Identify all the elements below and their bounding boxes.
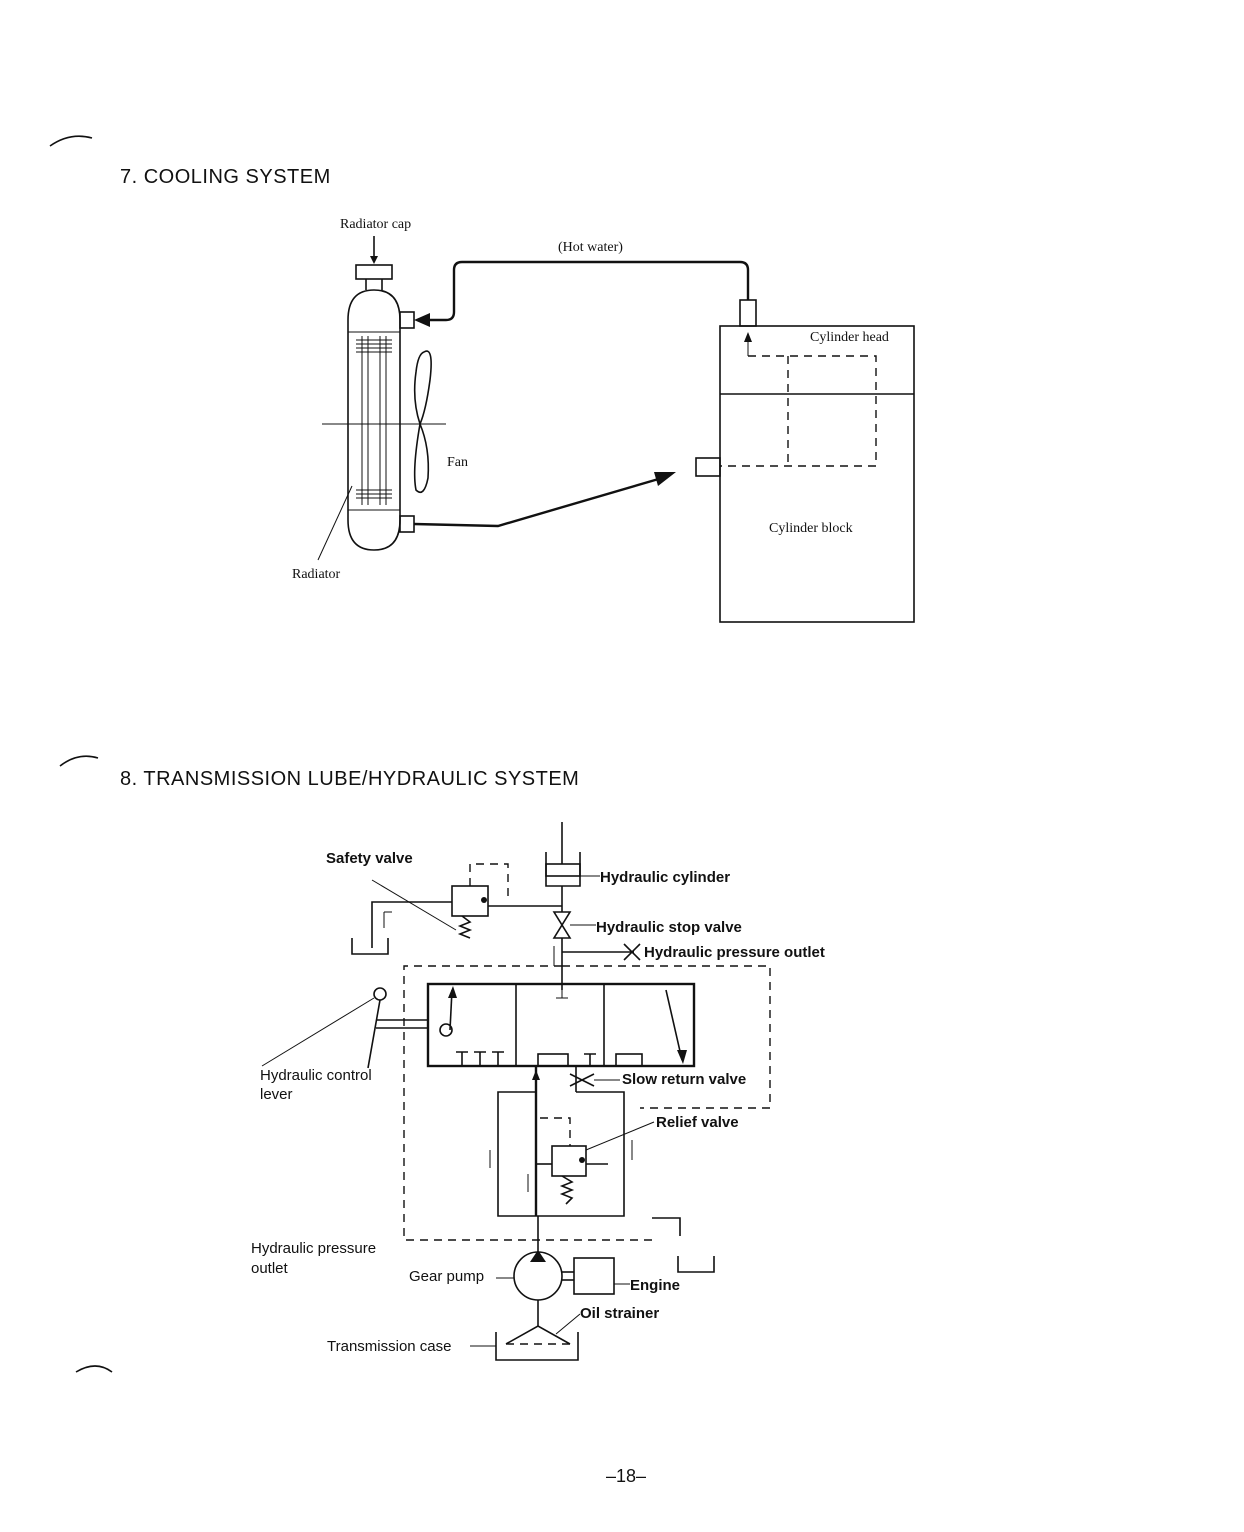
drain-tank xyxy=(677,1256,715,1273)
section-7-heading: 7. COOLING SYSTEM xyxy=(120,166,331,188)
safety-valve xyxy=(351,863,562,955)
hydraulic-control-lever-label-line1: Hydraulic control xyxy=(260,1067,372,1084)
hydraulic-pressure-outlet-top-label: Hydraulic pressure outlet xyxy=(644,944,825,961)
oil-strainer-label: Oil strainer xyxy=(580,1305,660,1322)
hydraulic-pressure-outlet-left-label-line1: Hydraulic pressure xyxy=(251,1240,377,1257)
hydraulic-pressure-outlet-left-label-line2: outlet xyxy=(251,1260,288,1277)
control-valve-block xyxy=(426,982,696,1068)
hot-water-pipe xyxy=(414,260,757,327)
radiator-cap xyxy=(355,236,393,290)
relief-valve xyxy=(536,1117,655,1205)
hydraulic-system-diagram xyxy=(261,822,771,1361)
engine-block xyxy=(695,325,915,623)
fan xyxy=(322,350,446,494)
transmission-case-label: Transmission case xyxy=(327,1338,452,1355)
slow-return-valve-label: Slow return valve xyxy=(622,1071,747,1088)
transmission-case xyxy=(470,1313,581,1361)
hot-water-label: (Hot water) xyxy=(558,240,623,255)
hydraulic-cylinder-label: Hydraulic cylinder xyxy=(600,869,731,886)
cylinder-head-label: Cylinder head xyxy=(810,330,889,345)
outer-circuit-right xyxy=(562,965,771,1109)
hydraulic-stop-valve xyxy=(552,911,596,990)
hydraulic-control-lever xyxy=(261,987,428,1069)
engine xyxy=(562,1257,630,1295)
slow-return-valve xyxy=(569,1066,620,1092)
outer-circuit xyxy=(403,965,652,1241)
pump-circuit xyxy=(489,1066,633,1217)
margin-mark xyxy=(75,1365,113,1373)
pressure-outlet-top xyxy=(553,943,641,966)
hydraulic-stop-valve-label: Hydraulic stop valve xyxy=(596,919,742,936)
safety-valve-label: Safety valve xyxy=(326,850,413,867)
hydraulic-control-lever-label-line2: lever xyxy=(260,1086,293,1103)
page-number: –18– xyxy=(606,1466,647,1486)
radiator-cap-label: Radiator cap xyxy=(340,217,412,232)
gear-pump-label: Gear pump xyxy=(409,1268,485,1285)
relief-valve-label: Relief valve xyxy=(656,1114,739,1131)
engine-label: Engine xyxy=(630,1277,681,1294)
cooling-system-diagram xyxy=(317,236,915,623)
drain-line xyxy=(652,1217,681,1236)
hydraulic-cylinder xyxy=(545,822,600,912)
fan-label: Fan xyxy=(447,455,468,470)
gear-pump xyxy=(496,1216,563,1318)
margin-mark xyxy=(49,135,93,147)
cylinder-block-label: Cylinder block xyxy=(769,521,853,536)
radiator-label: Radiator xyxy=(292,567,341,582)
radiator xyxy=(317,289,415,561)
margin-mark xyxy=(59,755,99,767)
return-pipe xyxy=(413,472,676,528)
section-8-heading: 8. TRANSMISSION LUBE/HYDRAULIC SYSTEM xyxy=(120,768,580,790)
